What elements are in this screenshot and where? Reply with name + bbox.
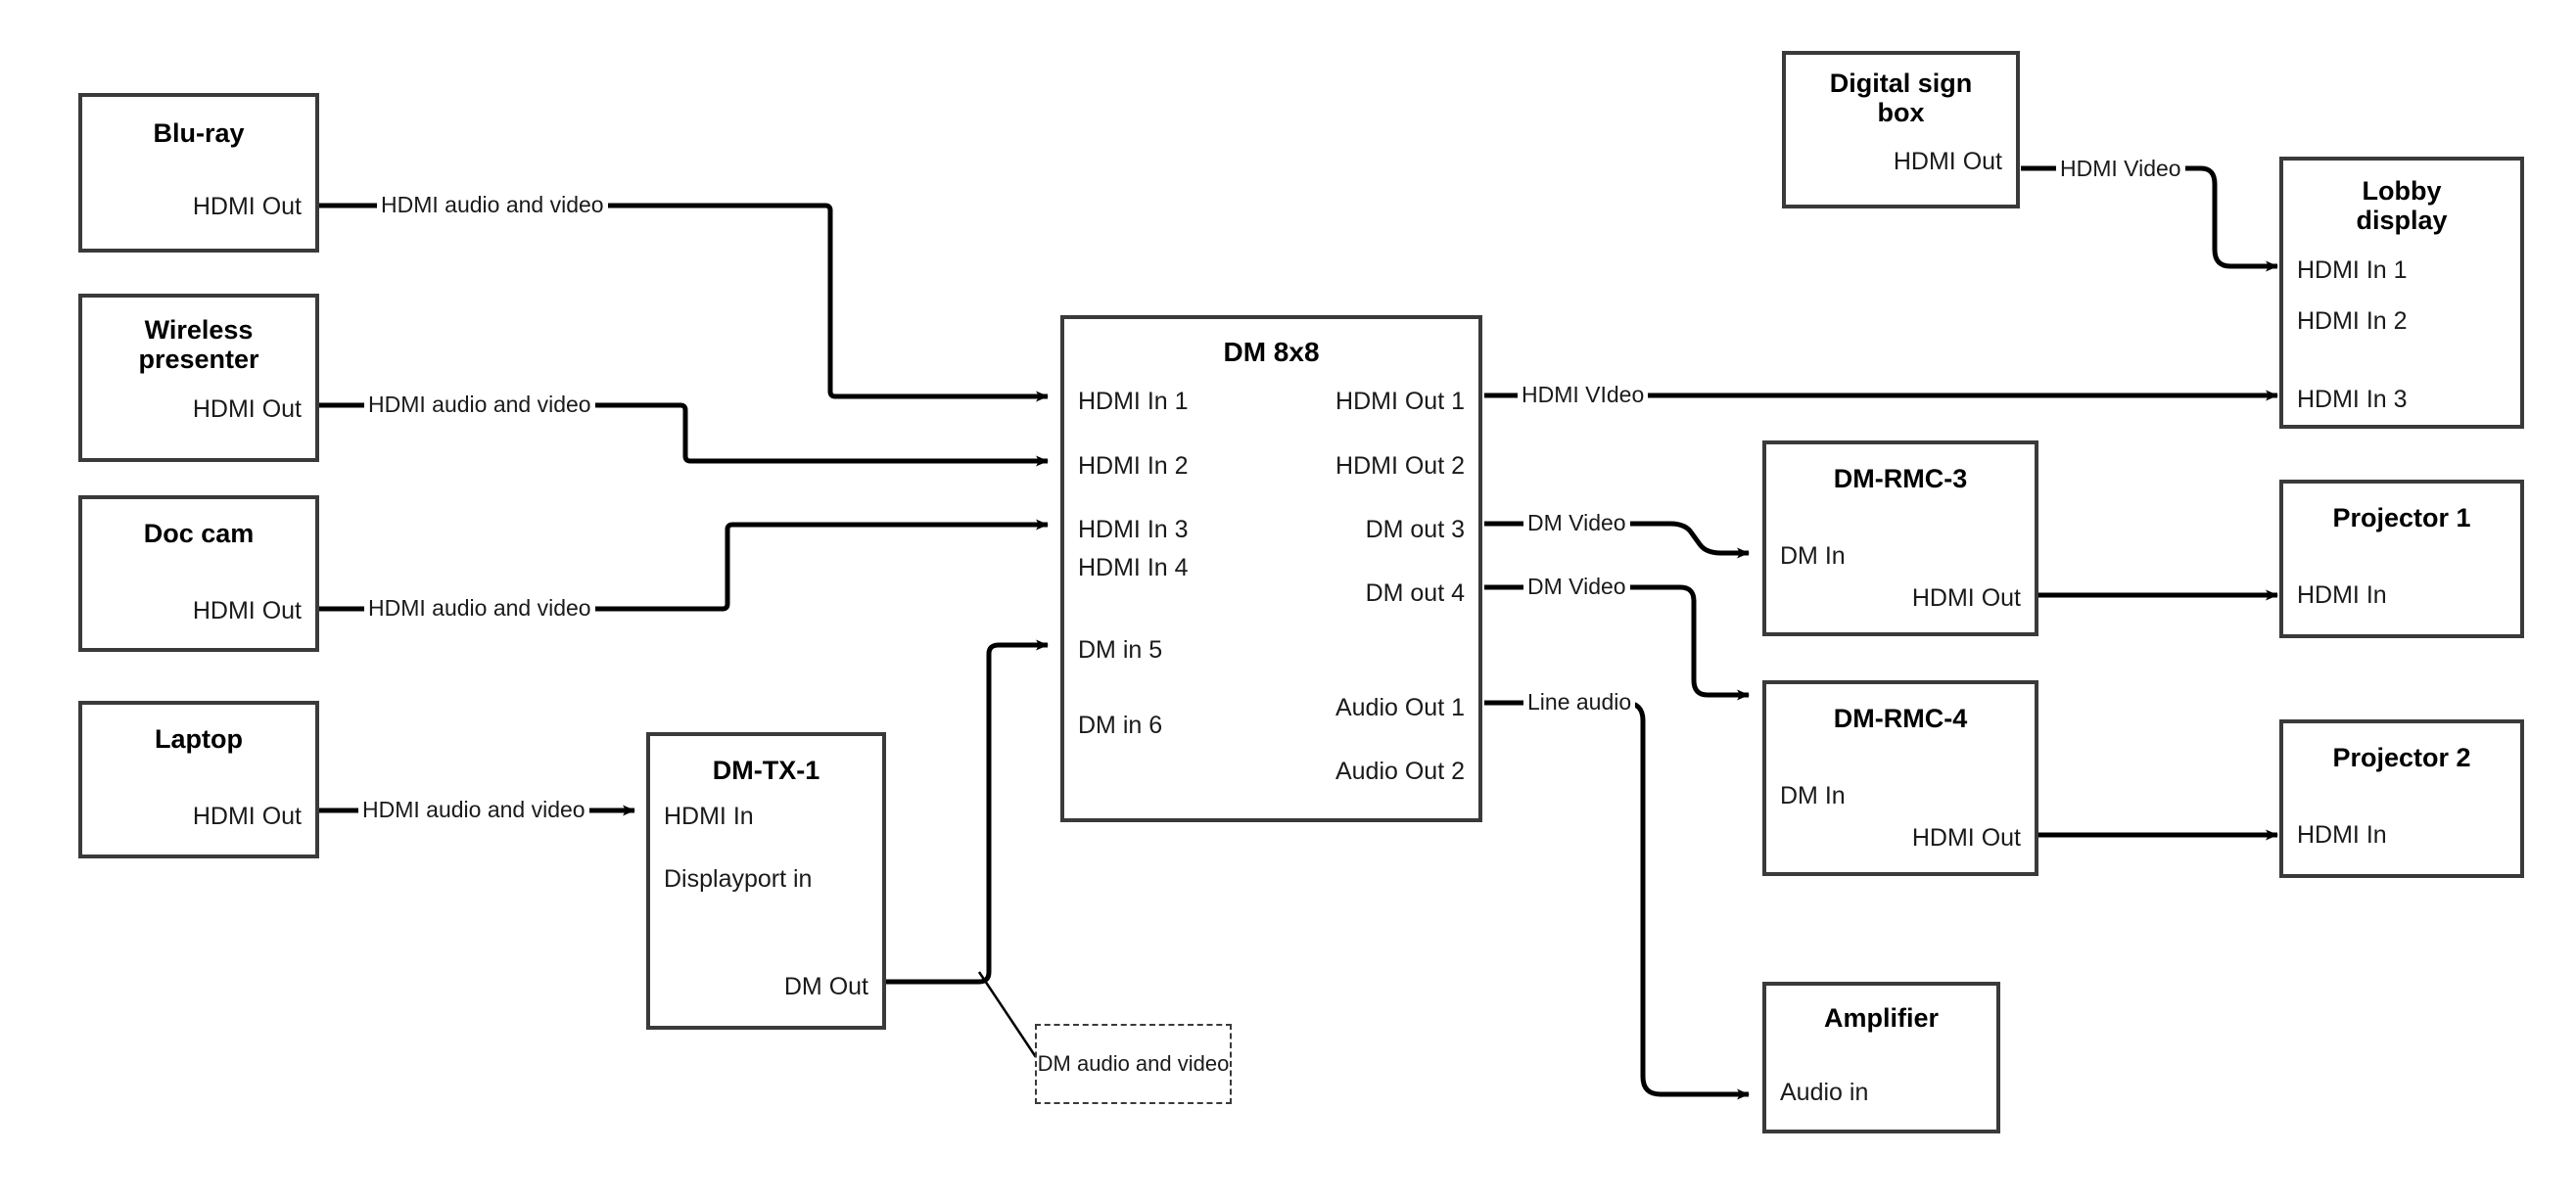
- node-dm-tx-1[interactable]: DM-TX-1 HDMI In Displayport in DM Out: [646, 732, 886, 1030]
- node-title: Lobby display: [2356, 176, 2448, 236]
- edge-label-dm-out1-to-lobby: HDMI VIdeo: [1518, 384, 1649, 406]
- node-doc-cam[interactable]: Doc cam HDMI Out: [78, 495, 319, 652]
- port-hdmi-out: HDMI Out: [192, 395, 302, 423]
- port-dm-out-3: DM out 3: [1365, 516, 1465, 543]
- node-dm-rmc-4[interactable]: DM-RMC-4 DM In HDMI Out: [1762, 680, 2038, 876]
- node-title: Projector 2: [2332, 743, 2471, 772]
- edge-label-doccam-to-dm: HDMI audio and video: [364, 597, 595, 620]
- port-hdmi-out: HDMI Out: [1911, 824, 2021, 852]
- wire-tx-out-to-dm-in5: [886, 639, 1049, 985]
- node-title: Doc cam: [143, 519, 255, 548]
- port-hdmi-out: HDMI Out: [192, 597, 302, 624]
- port-hdmi-out-1: HDMI Out 1: [1335, 388, 1465, 415]
- edge-label-dm-out4-to-rmc4: DM Video: [1523, 576, 1630, 598]
- node-title: Laptop: [155, 724, 243, 754]
- node-wireless-presenter[interactable]: Wireless presenter HDMI Out: [78, 294, 319, 462]
- node-projector-2[interactable]: Projector 2 HDMI In: [2279, 719, 2524, 878]
- node-title: DM-RMC-4: [1833, 704, 1968, 733]
- node-laptop[interactable]: Laptop HDMI Out: [78, 701, 319, 858]
- edge-label-sign-to-lobby: HDMI Video: [2056, 158, 2185, 180]
- node-projector-1[interactable]: Projector 1 HDMI In: [2279, 480, 2524, 638]
- port-audio-out-2: Audio Out 2: [1335, 758, 1465, 785]
- port-hdmi-in: HDMI In: [2297, 821, 2387, 849]
- port-hdmi-in-4: HDMI In 4: [1078, 554, 1189, 581]
- wire-dm-audio1-to-amp: [1484, 700, 1750, 1100]
- port-hdmi-in-3: HDMI In 3: [2297, 386, 2408, 413]
- node-lobby-display[interactable]: Lobby display HDMI In 1 HDMI In 2 HDMI I…: [2279, 157, 2524, 429]
- edge-label-dm-audio1-to-amp: Line audio: [1523, 691, 1636, 714]
- node-title: Wireless presenter: [138, 315, 259, 375]
- wire-dm-out3-to-rmc3: [1484, 521, 1750, 559]
- node-blu-ray[interactable]: Blu-ray HDMI Out: [78, 93, 319, 253]
- port-hdmi-out: HDMI Out: [1911, 584, 2021, 612]
- node-title: DM-RMC-3: [1833, 464, 1968, 493]
- wire-bluray-to-dm-in1: [319, 203, 1049, 402]
- port-audio-out-1: Audio Out 1: [1335, 694, 1465, 721]
- node-amplifier[interactable]: Amplifier Audio in: [1762, 982, 2000, 1133]
- port-dm-in: DM In: [1780, 782, 1846, 809]
- node-title: DM 8x8: [1223, 337, 1320, 367]
- callout-text: DM audio and video: [1037, 1050, 1230, 1076]
- node-title: DM-TX-1: [712, 756, 820, 785]
- port-dm-in-5: DM in 5: [1078, 636, 1163, 664]
- node-dm-8x8[interactable]: DM 8x8 HDMI In 1 HDMI In 2 HDMI In 3 HDM…: [1060, 315, 1482, 822]
- node-digital-sign-box[interactable]: Digital sign box HDMI Out: [1782, 51, 2020, 208]
- edge-label-dm-out3-to-rmc3: DM Video: [1523, 512, 1630, 534]
- wire-doccam-to-dm-in3: [319, 519, 1049, 612]
- port-hdmi-out: HDMI Out: [192, 803, 302, 830]
- port-hdmi-in-2: HDMI In 2: [1078, 452, 1189, 480]
- edge-label-wireless-to-dm: HDMI audio and video: [364, 393, 595, 416]
- port-dm-in: DM In: [1780, 542, 1846, 570]
- port-displayport-in: Displayport in: [664, 865, 813, 893]
- port-hdmi-in: HDMI In: [664, 803, 754, 830]
- edge-label-laptop-to-tx: HDMI audio and video: [358, 799, 589, 821]
- port-hdmi-out: HDMI Out: [192, 193, 302, 220]
- edge-label-bluray-to-dm: HDMI audio and video: [377, 194, 608, 216]
- port-hdmi-in: HDMI In: [2297, 581, 2387, 609]
- port-dm-out-4: DM out 4: [1365, 579, 1465, 607]
- port-hdmi-in-3: HDMI In 3: [1078, 516, 1189, 543]
- node-dm-rmc-3[interactable]: DM-RMC-3 DM In HDMI Out: [1762, 440, 2038, 636]
- port-hdmi-out: HDMI Out: [1893, 148, 2002, 175]
- port-hdmi-out-2: HDMI Out 2: [1335, 452, 1465, 480]
- port-hdmi-in-1: HDMI In 1: [2297, 256, 2408, 284]
- wire-wireless-to-dm-in2: [319, 402, 1049, 467]
- callout-leader-line: [977, 971, 1042, 1064]
- node-title: Blu-ray: [153, 118, 245, 148]
- port-audio-in: Audio in: [1780, 1079, 1869, 1106]
- node-title: Projector 1: [2332, 503, 2471, 532]
- callout-dm-audio-and-video: DM audio and video: [1035, 1024, 1232, 1104]
- port-hdmi-in-2: HDMI In 2: [2297, 307, 2408, 335]
- port-dm-out: DM Out: [783, 973, 868, 1000]
- node-title: Amplifier: [1823, 1003, 1940, 1033]
- port-dm-in-6: DM in 6: [1078, 712, 1163, 739]
- port-hdmi-in-1: HDMI In 1: [1078, 388, 1189, 415]
- wire-sign-to-lobby-in1: [2021, 165, 2278, 272]
- node-title: Digital sign box: [1829, 69, 1973, 128]
- wire-dm-out4-to-rmc4: [1484, 584, 1750, 701]
